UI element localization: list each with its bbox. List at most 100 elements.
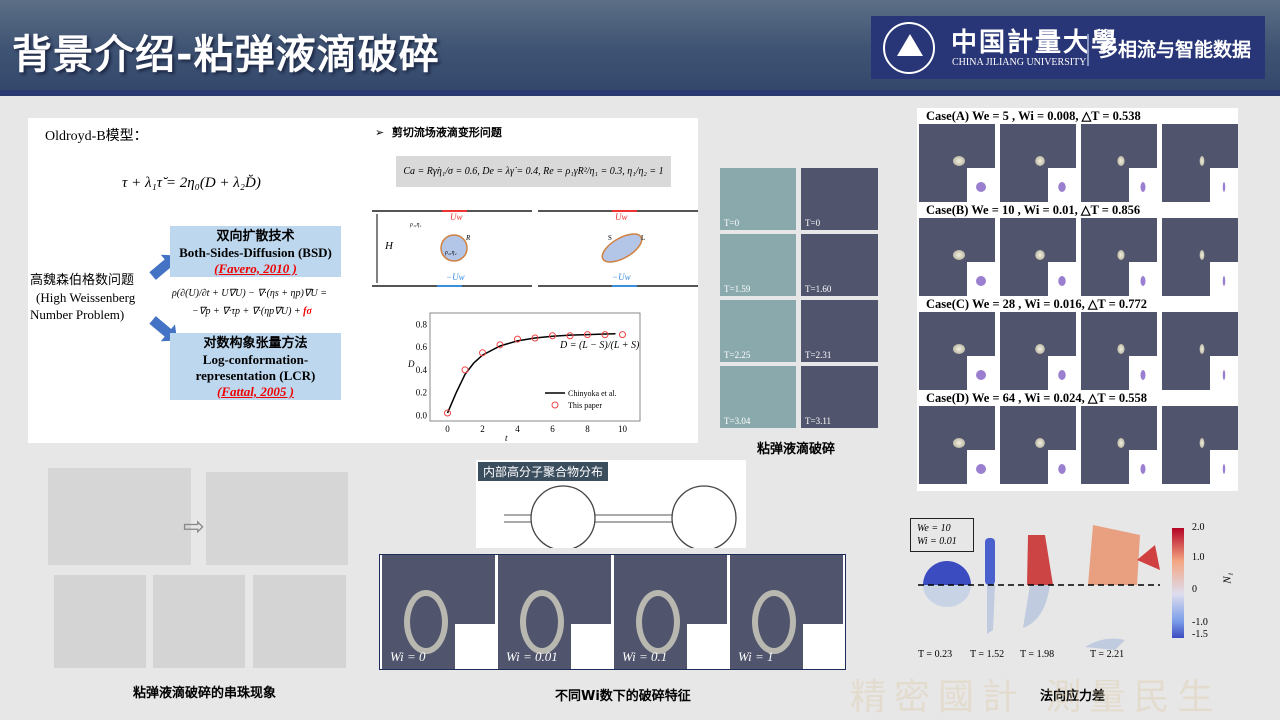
x-tick-label: 4	[515, 424, 520, 434]
x-axis-label: t	[505, 433, 508, 443]
droplet-side-icon	[1222, 276, 1226, 286]
case-label: Case(D) We = 64 , Wi = 0.024, △T = 0.558	[926, 391, 1148, 405]
simulation-frame	[1162, 218, 1238, 296]
time-label: T=1.60	[805, 284, 832, 294]
time-label: T=3.04	[724, 416, 751, 426]
breakup-frame-dark: T=2.31	[801, 300, 878, 362]
data-point	[496, 341, 504, 349]
legend-label: Chinyoka et al.	[568, 389, 617, 398]
droplet-icon	[1199, 438, 1205, 448]
y-tick-label: 0.8	[416, 319, 428, 329]
inset-background	[571, 624, 611, 669]
ns-line1: ρ(∂(U)/∂t + U∇U) − ∇·(ηs + ηp)∇U =	[172, 288, 327, 299]
n1-colorbar	[1172, 528, 1184, 638]
time-label: T=1.59	[724, 284, 751, 294]
data-point	[461, 366, 469, 374]
lcr-cn: 对数构象张量方法	[203, 336, 308, 351]
lcr-en1: Log-conformation-	[202, 352, 309, 367]
bead-image	[253, 575, 346, 668]
we-value: We = 10	[917, 523, 951, 534]
series-line-chinyoka	[446, 332, 616, 414]
x-tick-label: 8	[585, 424, 590, 434]
droplet-icon	[953, 344, 965, 354]
shear-heading-text: 剪切流场液滴变形问题	[391, 126, 502, 139]
y-tick-label: 0.2	[416, 388, 427, 398]
bead-image	[206, 472, 348, 565]
droplet-side-icon	[1140, 464, 1146, 474]
hwnp-en2: Number Problem)	[30, 307, 125, 322]
droplet-icon	[1117, 344, 1125, 354]
breakup-frame-teal: T=3.04	[720, 366, 796, 428]
droplet-side-icon	[976, 464, 986, 474]
page-title: 背景介绍-粘弹液滴破碎	[12, 32, 440, 78]
bsd-en: Both-Sides-Diffusion (BSD)	[179, 245, 332, 260]
breakup-frame-dark: T=1.60	[801, 234, 878, 296]
droplet-icon	[1035, 438, 1045, 448]
oldroyd-equation: τ + λ₁τ̆ = 2η₀(D + λ₂D̆)	[122, 175, 261, 191]
simulation-frame	[1000, 406, 1076, 484]
droplet-side-icon	[1222, 182, 1226, 192]
data-point	[601, 331, 609, 339]
wi-value: Wi = 0.01	[917, 536, 957, 547]
x-tick-label: 6	[550, 424, 555, 434]
droplet-side-icon	[1058, 276, 1066, 286]
uw-label-left: Uw	[450, 212, 463, 222]
data-point	[584, 331, 591, 339]
oldroyd-heading: Oldroyd-B模型：	[45, 129, 148, 144]
surface-tension-term: fσ	[303, 306, 312, 317]
watermark: 精密國計 測量民生	[850, 677, 1222, 718]
colorbar-tick: -1.5	[1192, 629, 1208, 640]
droplet-side-icon	[1058, 370, 1066, 380]
simulation-frame	[1162, 312, 1238, 390]
outer-fluid-label: ρ₁,η₁	[410, 222, 422, 228]
simulation-frame	[1081, 218, 1157, 296]
y-tick-label: 0.6	[416, 342, 428, 352]
colorbar-tick: 0	[1192, 584, 1197, 595]
wi-frame: Wi = 0	[382, 555, 495, 669]
wi-label: Wi = 0.01	[506, 649, 558, 664]
colorbar-tick: -1.0	[1192, 617, 1208, 628]
simulation-frame	[919, 218, 995, 296]
wi-frame: Wi = 0.01	[498, 555, 611, 669]
legend-circle-marker	[551, 401, 559, 409]
simulation-frame	[1000, 312, 1076, 390]
droplet-ring-icon	[752, 590, 796, 654]
droplet-side-icon	[976, 370, 986, 380]
colorbar-label: N₁	[1221, 572, 1234, 584]
time-label: T = 1.52	[970, 649, 1005, 660]
shear-heading: ➢ 剪切流场液滴变形问题	[375, 126, 502, 139]
legend-label: This paper	[568, 401, 602, 410]
wi-label: Wi = 0.1	[622, 649, 668, 664]
lab-name: 多相流与智能数据	[1099, 39, 1252, 61]
time-label: T = 1.98	[1020, 649, 1055, 660]
droplet-side-icon	[1140, 276, 1146, 286]
hwnp-label: 高魏森伯格数问题 (High Weissenberg Number Proble…	[30, 272, 135, 323]
radius-label: R	[466, 234, 471, 242]
droplet-icon	[953, 250, 965, 260]
y-tick-label: 0.0	[416, 410, 428, 420]
simulation-frame	[1000, 124, 1076, 202]
simulation-frame	[1081, 124, 1157, 202]
simulation-frame	[919, 406, 995, 484]
droplet-fluid-label: ρ₂,η₂	[445, 250, 457, 256]
params-legend: We = 10 Wi = 0.01	[910, 518, 974, 552]
colorbar-tick: 1.0	[1192, 552, 1205, 563]
beads-caption: 粘弹液滴破碎的串珠现象	[133, 686, 277, 701]
hwnp-cn: 高魏森伯格数问题	[30, 273, 135, 288]
plot-frame	[429, 312, 641, 422]
y-axis-label: D	[407, 359, 415, 369]
momentum-equation: ρ(∂(U)/∂t + U∇U) − ∇·(ηs + ηp)∇U = −∇p +…	[172, 285, 327, 321]
params-box: Ca = Rγ̇η₁/σ = 0.6, De = λγ̇ = 0.4, Re =…	[396, 156, 671, 187]
case-label: Case(B) We = 10 , Wi = 0.01, △T = 0.856	[926, 203, 1141, 217]
short-axis-label: S	[608, 234, 612, 242]
lcr-ref: (Fattal, 2005 )	[217, 384, 294, 399]
neg-uw-label-left: −Uw	[446, 272, 465, 282]
breakup-caption: 粘弹液滴破碎	[757, 442, 836, 457]
time-label: T=2.31	[805, 350, 832, 360]
wi-label: Wi = 0	[390, 649, 426, 664]
case-label: Case(A) We = 5 , Wi = 0.008, △T = 0.538	[926, 109, 1141, 123]
simulation-frame	[919, 312, 995, 390]
simulation-frame	[1162, 124, 1238, 202]
